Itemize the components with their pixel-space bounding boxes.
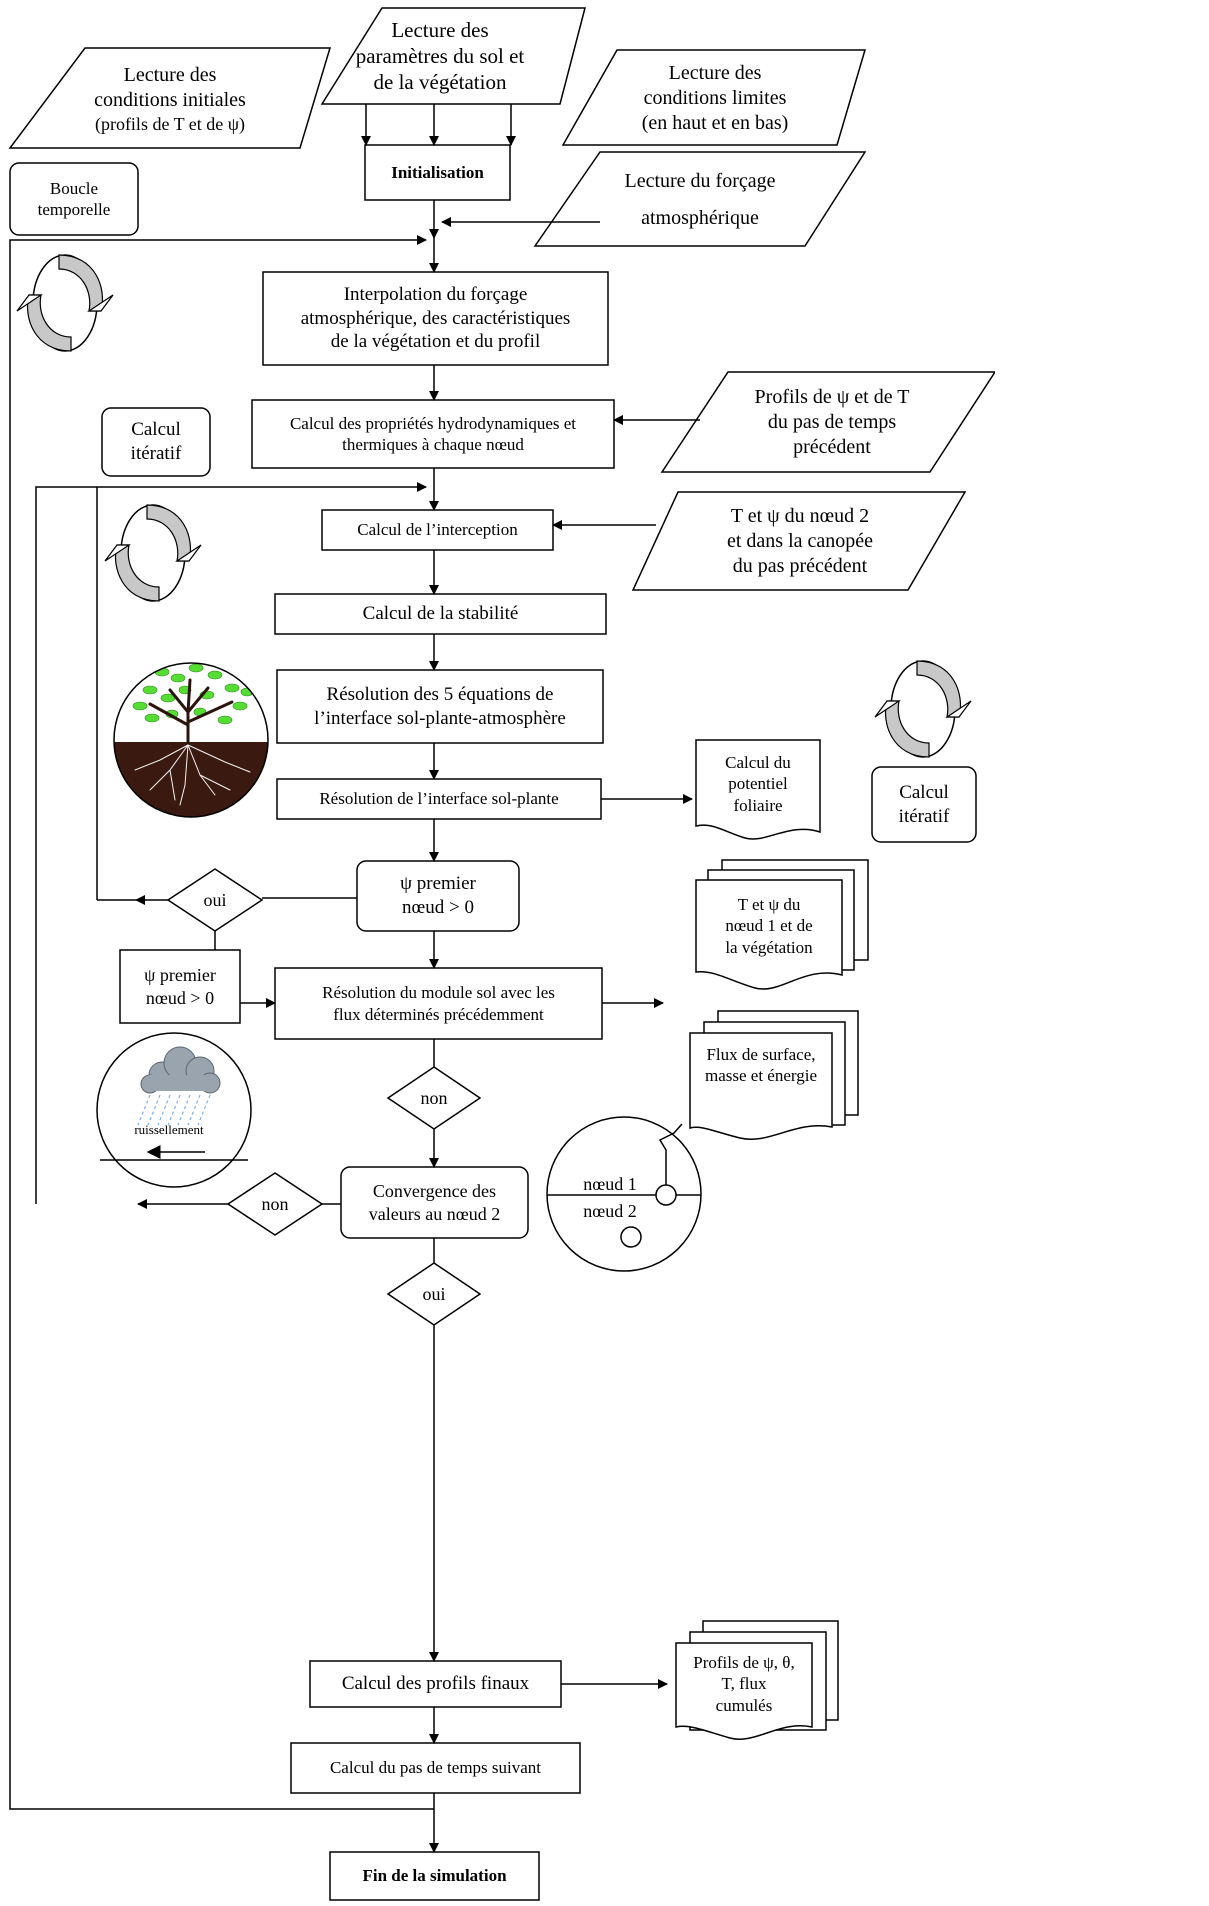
- input-initial-conditions-shape: [8, 47, 332, 149]
- input-atmospheric-forcing-shape: [533, 151, 867, 247]
- five-equations-box: [276, 669, 604, 744]
- soil-module-box: [274, 967, 603, 1040]
- soil-plant-box: [276, 778, 602, 820]
- initialisation-label: Initialisation: [391, 162, 484, 182]
- nodes-illustration: [546, 1116, 702, 1272]
- decision-no-soil-label: non: [420, 1087, 448, 1108]
- flowchart: [8, 7, 995, 1901]
- interception-label: Calcul de l’interception: [357, 520, 518, 540]
- input-previous-profiles-shape: [660, 371, 995, 473]
- interpolation-box: [262, 271, 609, 366]
- next-step-label: Calcul du pas de temps suivant: [329, 1758, 542, 1778]
- output-final-profiles-shape: [675, 1620, 839, 1740]
- psi-check-side-box: [119, 949, 241, 1024]
- input-soil-veg-params-shape: [320, 7, 586, 105]
- iterative-label-box-2: [871, 766, 977, 843]
- iterative-cycle-icon-1: [104, 504, 202, 602]
- soil-plant-label: Résolution de l’interface sol-plante: [319, 789, 559, 809]
- decision-yes-convergence-label: oui: [422, 1283, 446, 1304]
- output-surface-fluxes-shape: [689, 1010, 859, 1140]
- properties-label: Calcul des propriétés hydrodynamiques et…: [289, 413, 577, 454]
- stability-box: [274, 593, 607, 635]
- input-node2-canopy-shape: [631, 491, 967, 591]
- time-loop-cycle-icon: [16, 254, 114, 352]
- next-step-box: [290, 1742, 581, 1794]
- iterative-label-box-1: [101, 407, 211, 477]
- output-surface-fluxes: Flux de surface,masse et énergie: [704, 1044, 818, 1085]
- final-profiles-label: Calcul des profils finaux: [341, 1673, 530, 1695]
- node2-label: nœud 2: [583, 1200, 637, 1221]
- initialisation-box: [364, 144, 511, 201]
- stability-label: Calcul de la stabilité: [362, 603, 519, 625]
- decision-no-convergence: [226, 1172, 324, 1236]
- output-leaf-potential-shape: [695, 739, 821, 840]
- runoff-illustration: [96, 1032, 252, 1188]
- tree-illustration: [113, 662, 269, 818]
- decision-no-convergence-label: non: [261, 1193, 289, 1214]
- iterative-cycle-icon-2: [874, 660, 972, 758]
- node1-label: nœud 1: [583, 1173, 637, 1194]
- decision-yes-psi-label: oui: [203, 889, 227, 910]
- properties-box: [251, 399, 615, 469]
- end-label: Fin de la simulation: [362, 1866, 507, 1886]
- input-boundary-conditions-shape: [561, 49, 867, 146]
- runoff-label: ruissellement: [134, 1121, 204, 1137]
- end-box: [329, 1851, 540, 1901]
- time-loop-label-box: [9, 162, 139, 236]
- output-node1-vegetation-shape: [695, 859, 869, 990]
- interception-box: [321, 509, 554, 551]
